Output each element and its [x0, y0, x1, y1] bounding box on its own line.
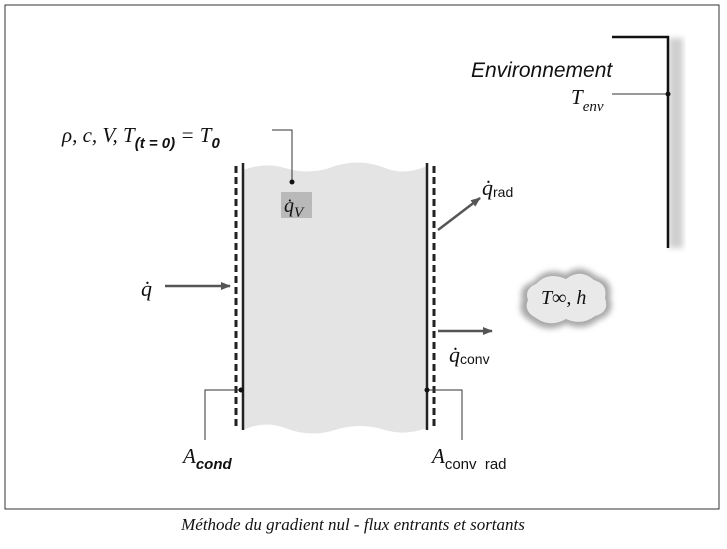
- properties-label: ρ, c, V, T(t = 0) = T0: [61, 123, 221, 152]
- fluid-cloud: [520, 268, 612, 329]
- heat-generation-label: q̇V: [284, 195, 305, 221]
- radiation-flux-label: q̇rad: [482, 175, 513, 200]
- environment-temp-label: Tenv: [571, 85, 604, 115]
- convection-flux-label: q̇conv: [449, 342, 490, 367]
- area-conv-rad-leader: [429, 389, 463, 440]
- area-conv-rad-dot: [424, 387, 430, 393]
- properties-leader: [272, 129, 293, 180]
- environment-wall: [612, 35, 683, 248]
- heat-generation-box: [281, 192, 312, 218]
- fluid-label: T∞, h: [541, 287, 586, 309]
- environment-label: Environnement: [471, 59, 613, 82]
- properties-dot: [289, 179, 295, 185]
- area-conv-rad-label: Aconv rad: [430, 444, 507, 473]
- radiation-flux-arrow: [437, 197, 481, 231]
- area-conduction-leader: [204, 389, 240, 440]
- area-conduction-dot: [238, 387, 244, 393]
- incoming-flux-label: q̇: [141, 276, 152, 301]
- environment-dot: [665, 91, 671, 97]
- body-region: [243, 162, 427, 434]
- figure-caption: Méthode du gradient nul - flux entrants …: [180, 515, 525, 534]
- area-conduction-label: Acond: [181, 444, 232, 473]
